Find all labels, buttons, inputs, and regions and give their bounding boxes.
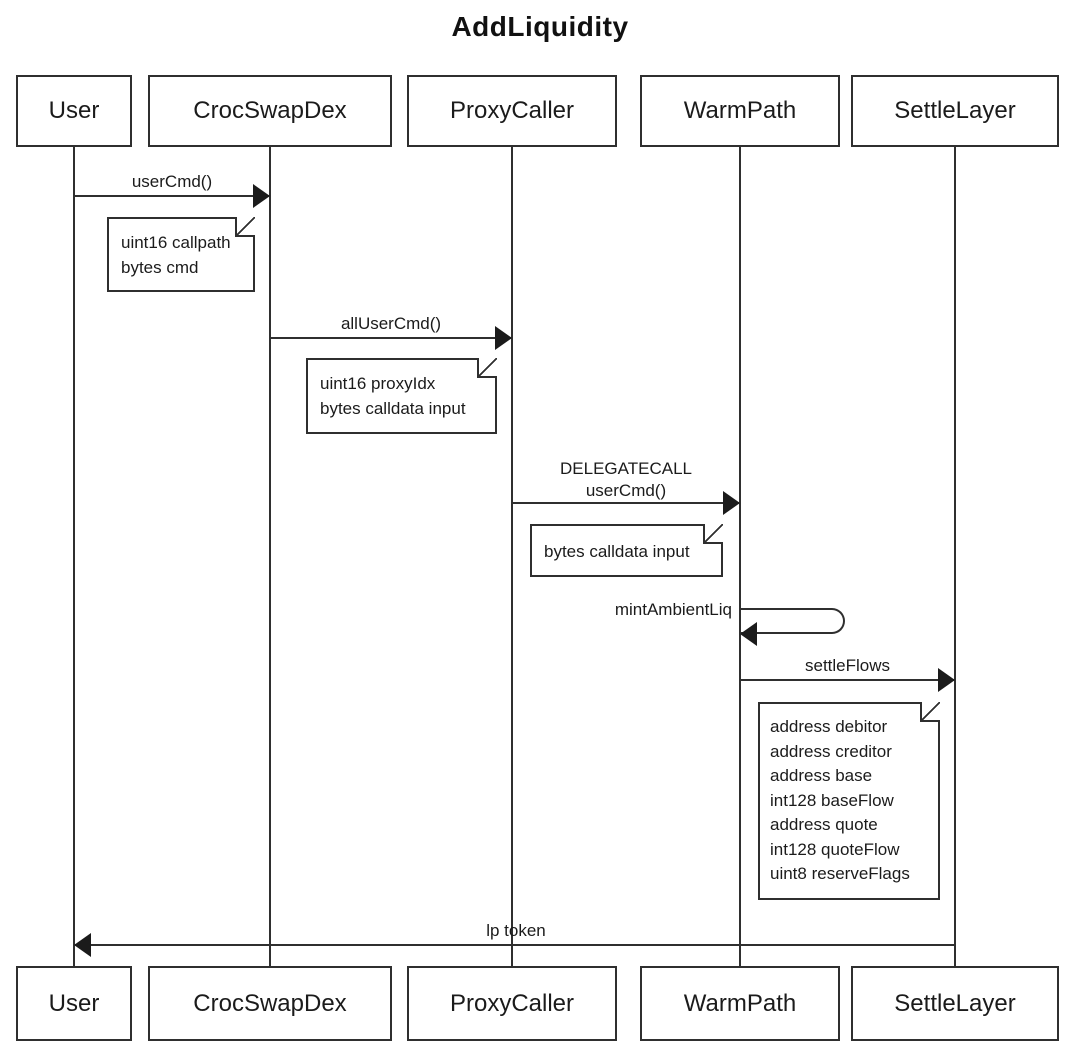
note-text-line: int128 quoteFlow <box>770 839 900 859</box>
lifeline-warmpath <box>739 147 741 966</box>
message-delegatecall-line <box>512 502 740 504</box>
participant-label: ProxyCaller <box>449 97 575 124</box>
participant-label: CrocSwapDex <box>193 97 347 124</box>
note-usercmd-params: uint16 callpath bytes cmd <box>107 217 255 292</box>
note-text-line: int128 baseFlow <box>770 790 894 810</box>
lifeline-crocswapdex <box>269 147 271 966</box>
message-lptoken-line <box>74 944 955 946</box>
participant-label: WarmPath <box>683 989 797 1017</box>
note-settleflows-params: address debitor address creditor address… <box>758 702 940 900</box>
note-text-line: bytes cmd <box>121 258 199 277</box>
message-delegatecall-label-line1: DELEGATECALL <box>560 459 692 478</box>
message-mintambientliq-label: mintAmbientLiq <box>614 600 732 619</box>
note-text-line: uint16 proxyIdx <box>320 374 436 393</box>
arrow-left-icon <box>74 933 91 957</box>
participant-settlelayer-top: SettleLayer <box>851 75 1059 147</box>
participant-label: WarmPath <box>683 97 797 124</box>
participant-label: SettleLayer <box>894 989 1016 1017</box>
lifeline-settlelayer <box>954 147 956 966</box>
message-settleflows-line <box>740 679 955 681</box>
participant-crocswapdex-top: CrocSwapDex <box>148 75 392 147</box>
note-text-line: address debitor <box>770 717 888 736</box>
message-settleflows-label: settleFlows <box>804 656 891 675</box>
note-text-line: bytes calldata input <box>544 542 690 561</box>
message-delegatecall-label-line2: userCmd() <box>585 481 667 500</box>
message-lptoken-label: lp token <box>486 921 546 940</box>
participant-settlelayer-bottom: SettleLayer <box>851 966 1059 1041</box>
message-usercmd-line <box>74 195 270 197</box>
participant-warmpath-top: WarmPath <box>640 75 840 147</box>
note-delegatecall-params: bytes calldata input <box>530 524 723 577</box>
participant-user-top: User <box>16 75 132 147</box>
participant-proxycaller-bottom: ProxyCaller <box>407 966 617 1041</box>
participant-label: User <box>48 989 100 1017</box>
note-text-line: address creditor <box>770 741 892 761</box>
note-text-line: uint16 callpath <box>121 233 231 252</box>
diagram-title: AddLiquidity <box>451 11 629 42</box>
message-usercmd-label: userCmd() <box>131 172 213 191</box>
participant-label: SettleLayer <box>894 97 1016 124</box>
note-text-line: uint8 reserveFlags <box>770 864 910 883</box>
arrow-left-icon <box>740 622 757 646</box>
arrow-right-icon <box>495 326 512 350</box>
participant-label: User <box>48 97 100 124</box>
participant-warmpath-bottom: WarmPath <box>640 966 840 1041</box>
note-allusercmd-params: uint16 proxyIdx bytes calldata input <box>306 358 497 434</box>
self-call-loop <box>740 608 845 634</box>
message-allusercmd-label: allUserCmd() <box>340 314 442 333</box>
arrow-right-icon <box>723 491 740 515</box>
participant-label: CrocSwapDex <box>193 989 347 1017</box>
lifeline-user <box>73 147 75 966</box>
participant-proxycaller-top: ProxyCaller <box>407 75 617 147</box>
participant-user-bottom: User <box>16 966 132 1041</box>
note-text-line: address base <box>770 766 873 785</box>
arrow-right-icon <box>938 668 955 692</box>
participant-label: ProxyCaller <box>449 989 575 1017</box>
arrow-right-icon <box>253 184 270 208</box>
note-text-line: address quote <box>770 815 878 834</box>
lifeline-proxycaller <box>511 147 513 966</box>
message-allusercmd-line <box>270 337 512 339</box>
participant-crocswapdex-bottom: CrocSwapDex <box>148 966 392 1041</box>
note-text-line: bytes calldata input <box>320 399 466 418</box>
